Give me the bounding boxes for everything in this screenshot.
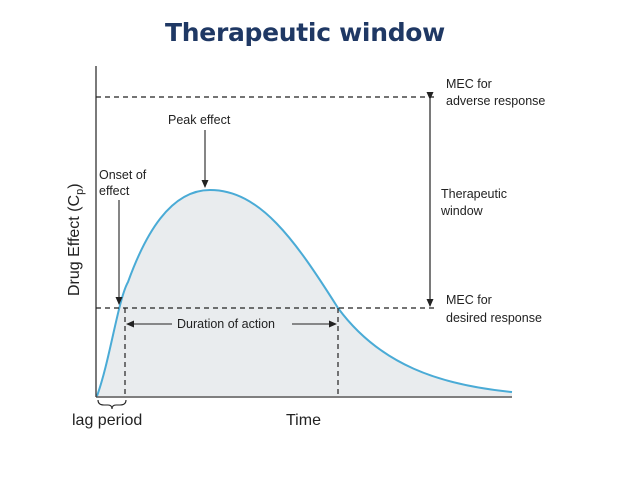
drug-effect-curve (96, 188, 513, 397)
duration-label: Duration of action (177, 317, 275, 331)
therapeutic-window-label-line1: Therapeutic (441, 187, 507, 201)
area-under-curve (97, 190, 512, 396)
x-axis-label: Time (286, 412, 321, 429)
mec-desired-label-line2: desired response (446, 311, 542, 325)
therapeutic-window-label-line2: window (440, 204, 484, 218)
diagram-title: Therapeutic window (165, 18, 445, 47)
mec-adverse-label-line1: MEC for (446, 77, 492, 91)
y-axis-label-main: Drug Effect (C (66, 195, 83, 296)
onset-label-line2: effect (99, 184, 130, 198)
mec-adverse-label-line2: adverse response (446, 94, 545, 108)
peak-effect-label: Peak effect (168, 113, 231, 127)
lag-period-brace (97, 399, 127, 410)
y-axis-label-close: ) (66, 183, 83, 188)
mec-desired-label-line1: MEC for (446, 293, 492, 307)
y-axis-label: Drug Effect (Cp) (66, 183, 86, 296)
lag-period-label: lag period (72, 412, 142, 429)
onset-label-line1: Onset of (99, 168, 147, 182)
y-axis-label-sub: p (74, 189, 86, 195)
